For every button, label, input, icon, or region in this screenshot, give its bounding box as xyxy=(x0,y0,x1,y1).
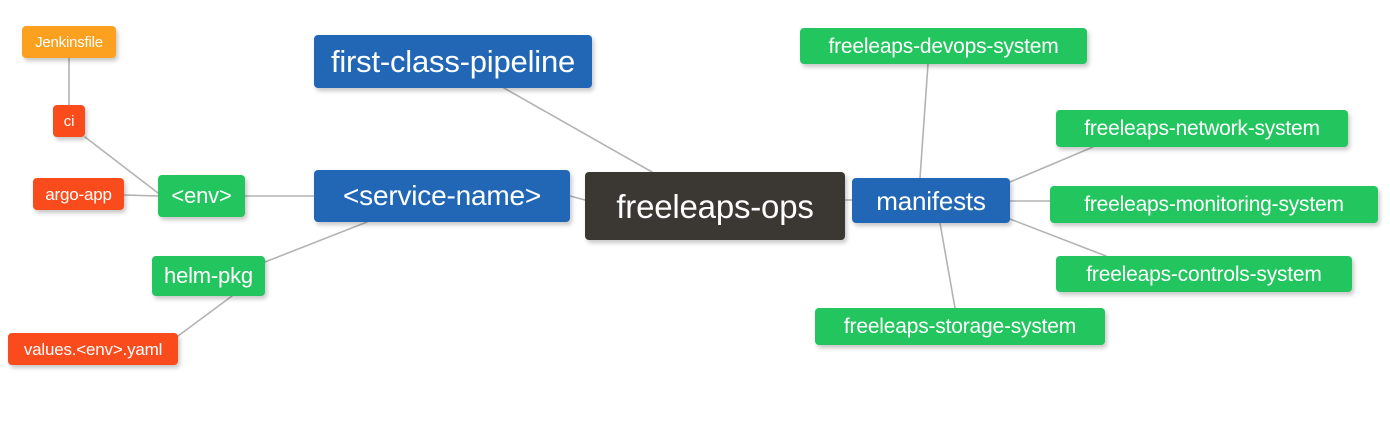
node-argo-app[interactable]: argo-app xyxy=(33,178,124,210)
edge-manifests-to-freeleaps-network-system xyxy=(1009,146,1094,183)
node-freeleaps-devops-system[interactable]: freeleaps-devops-system xyxy=(800,28,1087,64)
node-label-freeleaps-devops-system: freeleaps-devops-system xyxy=(828,34,1059,58)
node-label-freeleaps-ops: freeleaps-ops xyxy=(616,187,814,225)
node-label-helm-pkg: helm-pkg xyxy=(164,263,253,288)
node-helm-pkg[interactable]: helm-pkg xyxy=(152,256,265,296)
edge-manifests-to-freeleaps-storage-system xyxy=(939,222,956,309)
node-label-service-name: <service-name> xyxy=(343,180,541,211)
node-label-argo-app: argo-app xyxy=(45,184,112,204)
edge-service-name-to-freeleaps-ops xyxy=(569,195,586,201)
node-label-values-yaml: values.<env>.yaml xyxy=(23,339,163,359)
edge-values-yaml-to-helm-pkg xyxy=(177,295,233,337)
node-values-yaml[interactable]: values.<env>.yaml xyxy=(8,333,178,365)
node-freeleaps-monitoring-system[interactable]: freeleaps-monitoring-system xyxy=(1050,186,1378,223)
edge-helm-pkg-to-service-name xyxy=(264,221,368,263)
node-freeleaps-controls-system[interactable]: freeleaps-controls-system xyxy=(1056,256,1352,292)
node-freeleaps-storage-system[interactable]: freeleaps-storage-system xyxy=(815,308,1105,345)
node-label-env: <env> xyxy=(171,183,232,208)
node-label-freeleaps-network-system: freeleaps-network-system xyxy=(1084,117,1320,140)
node-label-freeleaps-controls-system: freeleaps-controls-system xyxy=(1086,262,1322,286)
node-label-freeleaps-monitoring-system: freeleaps-monitoring-system xyxy=(1084,193,1344,216)
edge-first-class-pipeline-to-freeleaps-ops xyxy=(503,87,653,173)
edge-argo-app-to-env xyxy=(123,194,159,197)
node-freeleaps-ops[interactable]: freeleaps-ops xyxy=(585,172,845,240)
node-env[interactable]: <env> xyxy=(158,175,245,217)
node-manifests[interactable]: manifests xyxy=(852,178,1010,223)
edge-manifests-to-freeleaps-controls-system xyxy=(1009,218,1107,257)
node-jenkinsfile[interactable]: Jenkinsfile xyxy=(22,26,116,58)
node-label-jenkinsfile: Jenkinsfile xyxy=(35,33,103,51)
edge-manifests-to-freeleaps-devops-system xyxy=(919,63,929,179)
node-first-class-pipeline[interactable]: first-class-pipeline xyxy=(314,35,592,88)
node-label-freeleaps-storage-system: freeleaps-storage-system xyxy=(843,315,1077,338)
node-service-name[interactable]: <service-name> xyxy=(314,170,570,222)
node-label-first-class-pipeline: first-class-pipeline xyxy=(330,44,576,79)
node-ci[interactable]: ci xyxy=(53,105,85,137)
node-label-manifests: manifests xyxy=(876,185,986,216)
node-freeleaps-network-system[interactable]: freeleaps-network-system xyxy=(1056,110,1348,147)
node-label-ci: ci xyxy=(63,112,75,130)
